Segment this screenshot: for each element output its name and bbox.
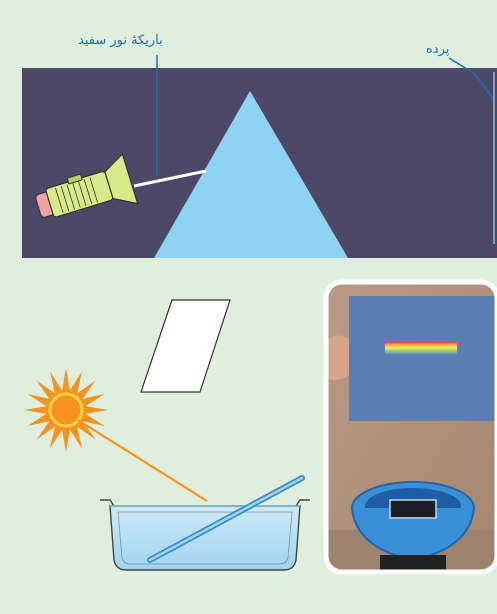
sun-icon bbox=[24, 368, 108, 452]
experiment-photo bbox=[326, 282, 497, 575]
water-container bbox=[110, 506, 300, 570]
screen-label: پرده bbox=[426, 42, 449, 57]
white-card bbox=[141, 300, 230, 392]
sun-ray bbox=[78, 420, 207, 501]
light-beam-label: باریکهٔ نور سفید bbox=[78, 33, 163, 48]
